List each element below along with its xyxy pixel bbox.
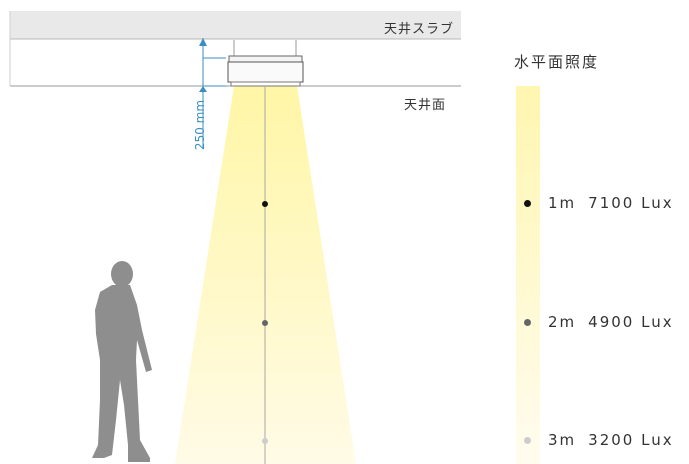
measure-dot-2m bbox=[262, 320, 268, 326]
reading-lux: 4900 Lux bbox=[588, 313, 674, 331]
reading-2m: 2m 4900 Lux bbox=[524, 313, 674, 331]
reading-distance: 3m bbox=[548, 431, 577, 449]
measure-dot-3m bbox=[262, 438, 268, 444]
reading-distance: 2m bbox=[548, 313, 577, 331]
reading-distance: 1m bbox=[548, 194, 577, 212]
measure-dot-1m bbox=[262, 201, 268, 207]
illuminance-legend-bar bbox=[516, 86, 540, 464]
light-fixture bbox=[227, 40, 304, 87]
reading-3m: 3m 3200 Lux bbox=[524, 431, 674, 449]
ceiling-slab bbox=[10, 11, 461, 39]
reading-dot bbox=[524, 199, 531, 207]
reading-lux: 7100 Lux bbox=[588, 194, 674, 212]
reading-dot bbox=[524, 436, 531, 444]
person-silhouette bbox=[92, 261, 152, 462]
reading-1m: 1m 7100 Lux bbox=[524, 194, 674, 212]
dimension-indicator bbox=[199, 38, 226, 148]
dimension-label: 250 mm bbox=[193, 99, 207, 151]
ceiling-surface-label: 天井面 bbox=[404, 98, 447, 113]
slab-label: 天井スラブ bbox=[384, 22, 455, 37]
legend-title: 水平面照度 bbox=[514, 53, 600, 71]
reading-lux: 3200 Lux bbox=[588, 431, 674, 449]
reading-dot bbox=[524, 318, 531, 326]
